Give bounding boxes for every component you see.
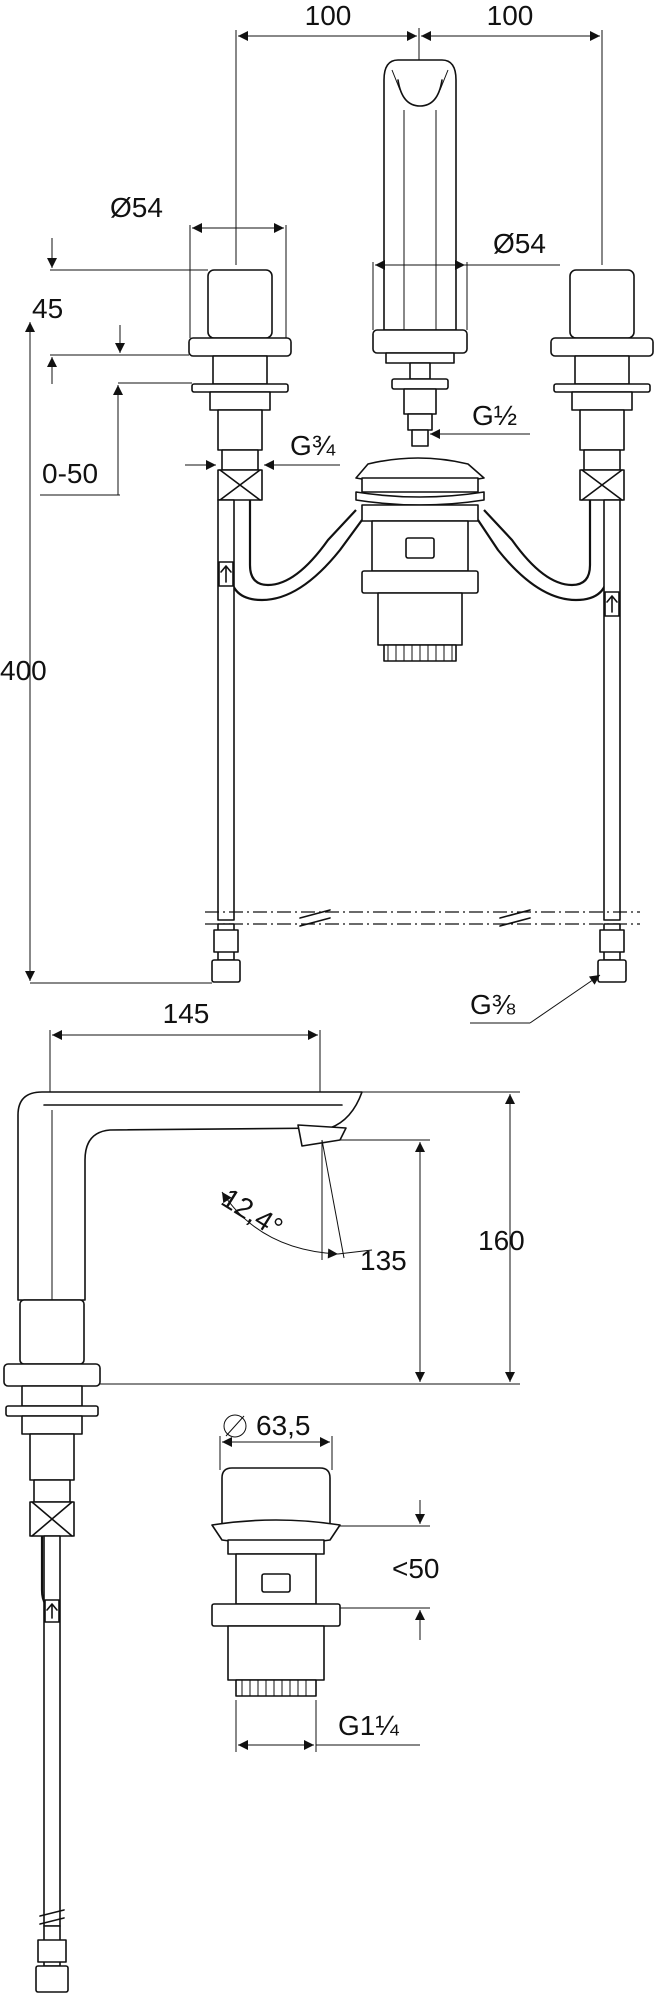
- spout-thread-dimension: G½: [430, 400, 530, 439]
- left-handle: [188, 269, 292, 501]
- spout-total-height-label: 160: [478, 1225, 525, 1256]
- valve-thread-label: G¾: [290, 430, 336, 461]
- side-view: 145 12,4°: [3, 998, 525, 1993]
- spout-diameter-dimension: Ø54: [372, 228, 560, 330]
- spout-reach-label: 145: [163, 998, 210, 1029]
- total-height-label: 400: [0, 655, 47, 686]
- spout-angle-label: 12,4°: [216, 1182, 288, 1243]
- waste-diameter-dimension: 63,5: [219, 1410, 333, 1470]
- spout-side: [3, 1091, 363, 1537]
- handle-height-dimension: 45: [32, 238, 208, 384]
- mixing-body: [355, 457, 485, 662]
- spout-diameter-label: Ø54: [493, 228, 546, 259]
- left-spacing-label: 100: [305, 0, 352, 31]
- side-hose: [35, 1535, 69, 1993]
- handle-diameter-dimension: Ø54: [110, 192, 287, 338]
- spout-outlet-height-label: 135: [360, 1245, 407, 1276]
- supply-hoses: [205, 499, 640, 983]
- hose-thread-label: G⅜: [470, 989, 516, 1020]
- right-spacing-label: 100: [487, 0, 534, 31]
- spout-reach-dimension: 145: [49, 998, 321, 1140]
- deck-range-label: 0-50: [42, 458, 98, 489]
- waste-height-label: <50: [392, 1553, 440, 1584]
- spout-height-dimensions: 135 160: [100, 1091, 525, 1385]
- handle-height-label: 45: [32, 293, 63, 324]
- deck-range-dimension: 0-50: [40, 382, 192, 496]
- spout-front: [372, 59, 468, 447]
- front-view: 100 100 Ø54 G½: [0, 0, 654, 1024]
- hose-thread-dimension: G⅜: [470, 974, 601, 1024]
- waste-diameter-label: 63,5: [256, 1410, 311, 1441]
- waste-thread-label: G1¼: [338, 1710, 399, 1741]
- waste-thread-dimension: G1¼: [235, 1700, 420, 1752]
- total-height-dimension: 400: [0, 322, 212, 984]
- spacing-dimension: 100 100: [235, 0, 603, 265]
- spout-angle-dimension: 12,4°: [216, 1139, 373, 1260]
- right-handle: [550, 269, 654, 501]
- waste-height-dimension: <50: [340, 1500, 440, 1640]
- waste-detail: 63,5 <50 G1¼: [211, 1410, 440, 1752]
- handle-diameter-label: Ø54: [110, 192, 163, 223]
- spout-thread-label: G½: [472, 400, 517, 431]
- valve-thread-dimension: G¾: [185, 430, 340, 470]
